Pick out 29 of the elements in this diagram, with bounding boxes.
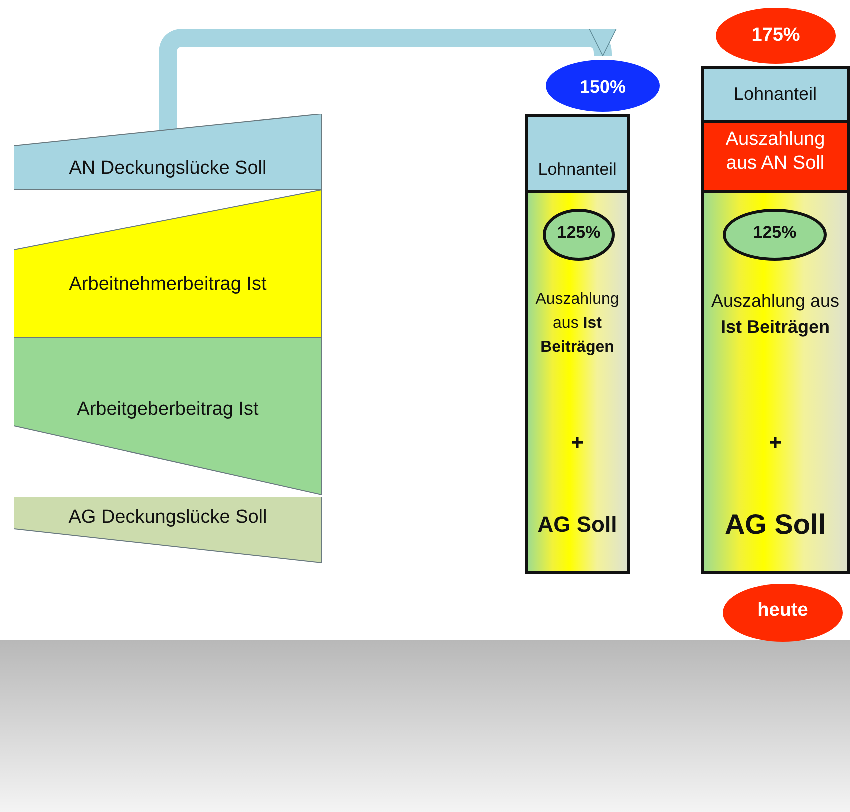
percent-label: 150%: [578, 77, 628, 99]
percent-ellipse: [543, 209, 615, 261]
trapezoid-band: [14, 497, 322, 563]
segment-heading: AG Soll: [536, 512, 618, 538]
column-segment: [701, 120, 850, 193]
plus-sign: +: [570, 430, 585, 456]
column-segment: [701, 190, 850, 574]
segment-label: Lohnanteil: [732, 84, 818, 106]
band-label: Arbeitnehmerbeitrag Ist: [68, 274, 268, 297]
segment-label: Lohnanteil: [537, 160, 618, 180]
percent-label: 175%: [750, 25, 802, 48]
arrow: [159, 28, 617, 130]
band-label: AN Deckungslücke Soll: [68, 158, 268, 181]
band-label: AG Deckungslücke Soll: [68, 507, 268, 530]
trapezoid-band: [14, 338, 322, 495]
trapezoid-band: [14, 190, 322, 338]
column-segment: [525, 114, 630, 193]
payout-text: Auszahlung aus Ist Beiträgen: [710, 290, 841, 340]
percent-label: 125%: [752, 223, 798, 244]
payout-text: Auszahlung aus Ist Beiträgen: [534, 290, 620, 358]
percent-label: 125%: [556, 223, 602, 244]
column-segment: [701, 66, 850, 123]
segment-heading: AG Soll: [724, 508, 828, 542]
plus-sign: +: [768, 430, 783, 456]
segment-label: Auszahlung aus AN Soll: [724, 128, 826, 176]
column-segment: [525, 190, 630, 574]
band-label: Arbeitgeberbeitrag Ist: [76, 399, 260, 422]
trapezoid-band: [14, 114, 322, 190]
status-label: heute: [756, 600, 810, 623]
